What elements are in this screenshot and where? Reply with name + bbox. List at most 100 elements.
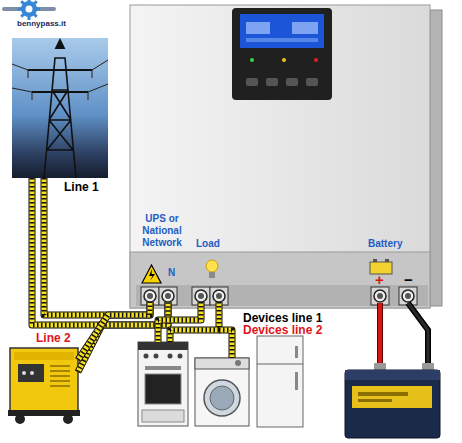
- battery-unit: [345, 370, 440, 438]
- screw-terminal: [402, 290, 414, 302]
- cable-wire: [158, 302, 201, 342]
- control-display: [292, 22, 318, 34]
- node-label: Line 1: [64, 180, 124, 194]
- control-display: [314, 58, 318, 62]
- cable-wire: [158, 302, 201, 342]
- site-logo: [20, 0, 38, 18]
- site-logo: [26, 6, 33, 13]
- battery-cable: [408, 303, 428, 366]
- lamp-symbol: [206, 260, 218, 278]
- screw-terminal: [165, 293, 171, 299]
- cooker: [138, 342, 188, 426]
- cooker: [154, 354, 159, 359]
- mains-symbol: [149, 269, 155, 281]
- site-logo: [20, 0, 38, 18]
- control-display: [246, 38, 318, 42]
- battery-cable: [380, 303, 428, 366]
- cable-wire: [158, 302, 201, 342]
- cooker: [138, 342, 188, 426]
- inverter-body: [130, 5, 442, 308]
- inverter-body: [130, 252, 430, 308]
- screw-terminal: [195, 290, 207, 302]
- control-display: [240, 14, 324, 48]
- generator-unit: [22, 371, 26, 375]
- battery-unit: [358, 399, 392, 402]
- node-label: UPS or National Network: [130, 213, 194, 249]
- power-cable: [158, 302, 232, 358]
- load-output-terminal: Load: [194, 236, 228, 302]
- screw-terminal: [213, 290, 225, 302]
- generator-unit: [30, 371, 34, 375]
- screw-terminal: [147, 293, 153, 299]
- control-display: [266, 78, 278, 86]
- device-group: Devices line 1Devices line 2: [138, 342, 304, 428]
- screw-terminal: [198, 293, 204, 299]
- washing-machine: [195, 358, 249, 426]
- power-pylon-photo: [12, 38, 108, 178]
- node-label: N: [168, 267, 182, 279]
- cable-wire: [78, 302, 150, 360]
- screw-terminal: [377, 293, 383, 299]
- battery-unit: [345, 363, 440, 438]
- control-display: [246, 22, 270, 34]
- cooker: [142, 410, 184, 422]
- washing-machine: [210, 386, 234, 410]
- cable-wire: [219, 330, 232, 358]
- battery-symbol: [385, 259, 389, 262]
- node-label: Battery: [368, 238, 424, 250]
- screw-terminal: [405, 293, 411, 299]
- inverter-body: [430, 10, 442, 306]
- cooker: [178, 354, 183, 359]
- refrigerator: [295, 346, 298, 358]
- screw-terminal: [216, 293, 222, 299]
- battery-cable: [377, 303, 383, 366]
- screw-terminal: [162, 290, 174, 302]
- wiring-layer: [32, 178, 232, 372]
- node-label: Load: [196, 238, 236, 250]
- site-logo: [18, 0, 40, 20]
- cooker: [145, 366, 181, 370]
- node-label: Line 2: [36, 331, 96, 345]
- mains-symbol: [142, 265, 161, 283]
- cable-wire: [44, 178, 150, 315]
- refrigerator: [257, 364, 303, 365]
- refrigerator: [257, 336, 303, 427]
- battery-unit: [345, 370, 440, 380]
- node-label: +: [375, 272, 389, 287]
- battery-unit: [352, 386, 432, 408]
- control-display: [282, 58, 286, 62]
- mains-symbol: [142, 265, 161, 283]
- battery-symbol: [373, 259, 377, 262]
- power-pylon-photo: [12, 38, 108, 178]
- screw-terminal: [371, 287, 389, 305]
- grid-input-terminal: UPS or National NetworkN: [138, 213, 186, 302]
- cable-wire: [78, 302, 150, 360]
- control-display: [232, 8, 332, 100]
- lamp-symbol: [209, 272, 215, 278]
- lamp-symbol: [206, 260, 218, 272]
- cable-wire: [44, 178, 150, 315]
- generator-box: Line 2: [10, 348, 78, 420]
- screw-terminal: [141, 287, 417, 305]
- site-watermark: bennypass.it: [17, 19, 77, 29]
- cooker: [168, 354, 173, 359]
- node-label: −: [404, 272, 418, 287]
- battery-cable: [408, 303, 428, 366]
- inverter-body: [136, 285, 428, 306]
- screw-terminal: [374, 290, 386, 302]
- cable-wire: [170, 302, 219, 342]
- cooker: [145, 374, 181, 404]
- screw-terminal: [399, 287, 417, 305]
- power-pylon-photo: [28, 40, 92, 92]
- control-display: [246, 78, 258, 86]
- screw-terminal: [371, 287, 389, 305]
- cooker: [144, 354, 149, 359]
- generator-unit: [63, 414, 73, 424]
- control-display: [306, 78, 318, 86]
- generator-unit: [10, 348, 78, 412]
- generator-unit: [15, 414, 25, 424]
- battery-cable: [378, 303, 382, 366]
- battery-terminal: Battery+−: [362, 236, 418, 302]
